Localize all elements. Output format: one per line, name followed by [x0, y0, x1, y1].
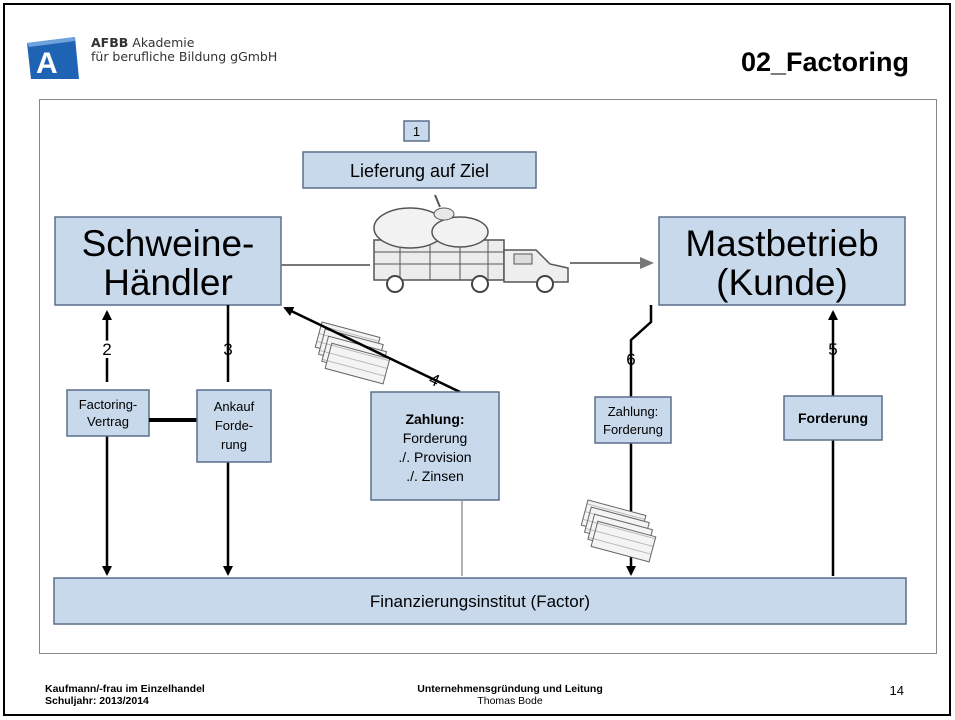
step-5-number: 5	[828, 340, 837, 359]
arrow-6-top	[629, 305, 653, 397]
claim-box: Forderung	[783, 395, 883, 441]
footer-subject: Unternehmensgründung und Leitung Thomas …	[355, 683, 665, 707]
footer-course-line2: Schuljahr: 2013/2014	[45, 695, 149, 707]
customer-line1: Mastbetrieb	[685, 223, 878, 264]
factor-label: Finanzierungsinstitut (Factor)	[370, 592, 590, 611]
purchase-line2: Forde-	[215, 418, 253, 433]
org-abbrev: AFBB	[91, 35, 129, 50]
seller-line1: Schweine-	[82, 223, 255, 264]
cust-payment-line1: Zahlung:	[608, 404, 659, 419]
cust-payment-line2: Forderung	[603, 422, 663, 437]
step-1-label: 1	[413, 124, 420, 139]
purchase-line3: rung	[221, 437, 247, 452]
seller-line2: Händler	[103, 262, 233, 303]
payment-line1: Forderung	[403, 430, 468, 446]
step-4-number: 4	[426, 369, 443, 390]
slide-title: 02_Factoring	[740, 47, 909, 77]
claim-label: Forderung	[798, 410, 868, 426]
delivery-label: Lieferung auf Ziel	[350, 161, 489, 181]
payment-box: Zahlung: Forderung ./. Provision ./. Zin…	[370, 391, 500, 501]
seller-box: Schweine- Händler	[54, 216, 282, 306]
step-1-badge: 1	[403, 120, 430, 142]
payment-line3: ./. Zinsen	[406, 468, 464, 484]
money-bills-icon	[314, 321, 391, 385]
step-2-label: 2	[102, 340, 111, 359]
diagram-frame: 1 Lieferung auf Ziel Schweine- Händler M…	[39, 99, 937, 654]
pig-truck-icon	[373, 194, 569, 293]
payment-line2: ./. Provision	[398, 449, 471, 465]
page-number: 14	[889, 683, 904, 698]
org-line1: Akademie	[132, 35, 195, 50]
factor-box: Finanzierungsinstitut (Factor)	[53, 577, 907, 625]
purchase-claim-box: Ankauf Forde- rung	[196, 389, 272, 463]
footer-course: Kaufmann/-frau im Einzelhandel Schuljahr…	[45, 683, 205, 707]
footer-course-line1: Kaufmann/-frau im Einzelhandel	[45, 683, 205, 695]
customer-line2: (Kunde)	[716, 262, 848, 303]
footer-author: Thomas Bode	[477, 695, 543, 707]
slide: A AFBB Akademie für berufliche Bildung g…	[3, 3, 951, 716]
footer-subject-line1: Unternehmensgründung und Leitung	[417, 683, 603, 695]
delivery-box: Lieferung auf Ziel	[302, 151, 537, 189]
step-6-number: 6	[626, 350, 635, 369]
factoring-diagram: 1 Lieferung auf Ziel Schweine- Händler M…	[53, 120, 907, 625]
purchase-line1: Ankauf	[214, 399, 255, 414]
afbb-logo-icon: A	[23, 35, 81, 81]
payment-title: Zahlung:	[405, 411, 464, 427]
org-line2: für berufliche Bildung gGmbH	[91, 49, 278, 64]
step-2-number: 2	[102, 340, 111, 359]
contract-line1: Factoring-	[79, 397, 138, 412]
arrow-4	[283, 306, 461, 394]
factoring-contract-box: Factoring- Vertrag	[66, 389, 150, 437]
customer-box: Mastbetrieb (Kunde)	[658, 216, 906, 306]
customer-payment-box: Zahlung: Forderung	[594, 396, 672, 444]
svg-text:A: A	[36, 47, 58, 80]
organization-name: AFBB Akademie für berufliche Bildung gGm…	[91, 36, 277, 64]
step-3-number: 3	[223, 340, 232, 359]
money-bills-icon-2	[580, 499, 657, 563]
contract-line2: Vertrag	[87, 414, 129, 429]
